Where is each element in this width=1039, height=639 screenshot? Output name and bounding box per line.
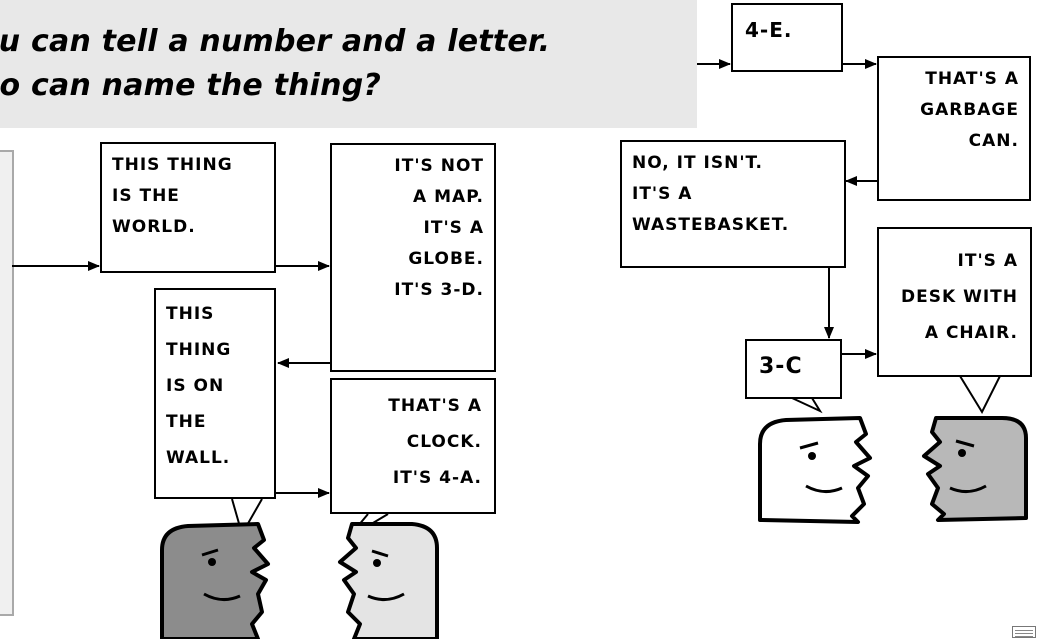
box-line: NO, IT ISN'T. xyxy=(632,148,834,179)
box-line: GLOBE. xyxy=(342,244,484,275)
box-globe: IT'S NOT A MAP. IT'S A GLOBE. IT'S 3-D. xyxy=(330,143,496,372)
box-line: IT'S 4-A. xyxy=(344,460,482,496)
box-garbage-can: THAT'S A GARBAGE CAN. xyxy=(877,56,1031,201)
box-line: IS THE xyxy=(112,181,264,212)
box-line: GARBAGE xyxy=(889,95,1019,126)
box-line: IS ON xyxy=(166,368,264,404)
box-line: IT'S A xyxy=(891,243,1018,279)
box-line: THAT'S A xyxy=(889,64,1019,95)
box-line: WASTEBASKET. xyxy=(632,210,834,241)
box-line: THE xyxy=(166,404,264,440)
box-desk: IT'S A DESK WITH A CHAIR. xyxy=(877,227,1032,377)
box-line: DESK WITH xyxy=(891,279,1018,315)
box-line: IT'S NOT xyxy=(342,151,484,182)
box-four-e: 4-E. xyxy=(731,3,843,72)
box-line: THING xyxy=(166,332,264,368)
speaker-head-icon xyxy=(924,418,1026,520)
box-line: CAN. xyxy=(889,126,1019,157)
bubble-tail xyxy=(792,398,820,411)
box-line: IT'S A xyxy=(342,213,484,244)
box-line: WALL. xyxy=(166,440,264,476)
box-line: WORLD. xyxy=(112,212,264,243)
box-world: THIS THING IS THE WORLD. xyxy=(100,142,276,273)
box-line: 3-C xyxy=(759,351,828,382)
speaker-head-icon xyxy=(340,524,437,639)
box-line: THIS THING xyxy=(112,150,264,181)
box-on-wall: THIS THING IS ON THE WALL. xyxy=(154,288,276,499)
bubble-tail xyxy=(960,376,1000,412)
box-line: A MAP. xyxy=(342,182,484,213)
speaker-head-icon xyxy=(162,524,268,639)
box-line: IT'S A xyxy=(632,179,834,210)
box-three-c: 3-C xyxy=(745,339,842,399)
speaker-head-icon xyxy=(760,418,870,522)
box-line: THIS xyxy=(166,296,264,332)
thumbnail-icon xyxy=(1012,626,1036,638)
box-clock: THAT'S A CLOCK. IT'S 4-A. xyxy=(330,378,496,514)
box-line: IT'S 3-D. xyxy=(342,275,484,306)
box-line: THAT'S A xyxy=(344,388,482,424)
box-wastebasket: NO, IT ISN'T. IT'S A WASTEBASKET. xyxy=(620,140,846,268)
box-line: A CHAIR. xyxy=(891,315,1018,351)
box-line: CLOCK. xyxy=(344,424,482,460)
box-line: 4-E. xyxy=(745,15,829,46)
